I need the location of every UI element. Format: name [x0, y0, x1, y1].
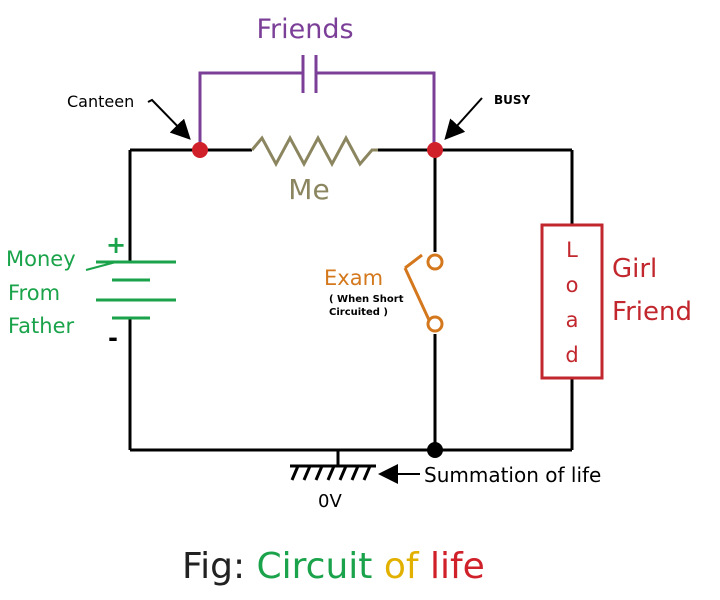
switch-blade	[403, 267, 431, 321]
caption-word-circuit: Circuit	[257, 546, 373, 587]
caption-word-of: of	[384, 546, 420, 587]
caption-prefix: Fig:	[182, 546, 257, 587]
node-busy	[427, 142, 443, 158]
girl-label: Girl	[612, 254, 657, 284]
capacitor-wire-left	[198, 71, 303, 150]
exam-note-line2: Circuited )	[329, 307, 388, 318]
caption-space-1	[372, 546, 383, 587]
load-letter-d: d	[565, 343, 578, 367]
money-label-line2: From	[8, 281, 60, 305]
wires	[128, 148, 574, 452]
money-label-line3: Father	[8, 314, 74, 338]
node-canteen	[192, 142, 208, 158]
canteen-pointer-arrow	[147, 98, 191, 140]
capacitor-branch	[198, 55, 436, 150]
load-letter-o: o	[566, 273, 579, 297]
caption-space-2	[419, 546, 430, 587]
load-box	[540, 223, 604, 380]
friend-label: Friend	[612, 297, 692, 327]
ground-symbol	[290, 450, 376, 481]
friends-label: Friends	[256, 14, 353, 45]
busy-label: BUSY	[494, 93, 531, 107]
money-label-underline	[85, 261, 117, 271]
load-letter-l: L	[566, 238, 578, 262]
exam-note-line1: ( When Short	[329, 294, 404, 305]
switch	[403, 253, 444, 333]
switch-arrow-line	[404, 253, 423, 270]
battery	[96, 260, 176, 320]
battery-plus-sign: +	[106, 231, 126, 259]
busy-pointer-arrow	[444, 97, 483, 140]
canteen-label: Canteen	[67, 92, 134, 111]
capacitor-wire-right	[316, 71, 436, 150]
battery-minus-sign: -	[108, 324, 118, 352]
caption-word-life: life	[430, 546, 485, 587]
me-label: Me	[288, 173, 329, 206]
resistor-zigzag	[250, 134, 378, 168]
summation-label: Summation of life	[424, 463, 601, 487]
zero-volt-label: 0V	[318, 491, 342, 512]
switch-contact-top	[426, 253, 444, 271]
money-label-line1: Money	[6, 247, 76, 271]
load-letter-a: a	[566, 308, 579, 332]
node-bottom-junction	[427, 442, 443, 458]
switch-contact-bottom	[426, 315, 444, 333]
exam-label: Exam	[324, 266, 383, 290]
figure-caption: Fig: Circuit of life	[182, 546, 485, 587]
